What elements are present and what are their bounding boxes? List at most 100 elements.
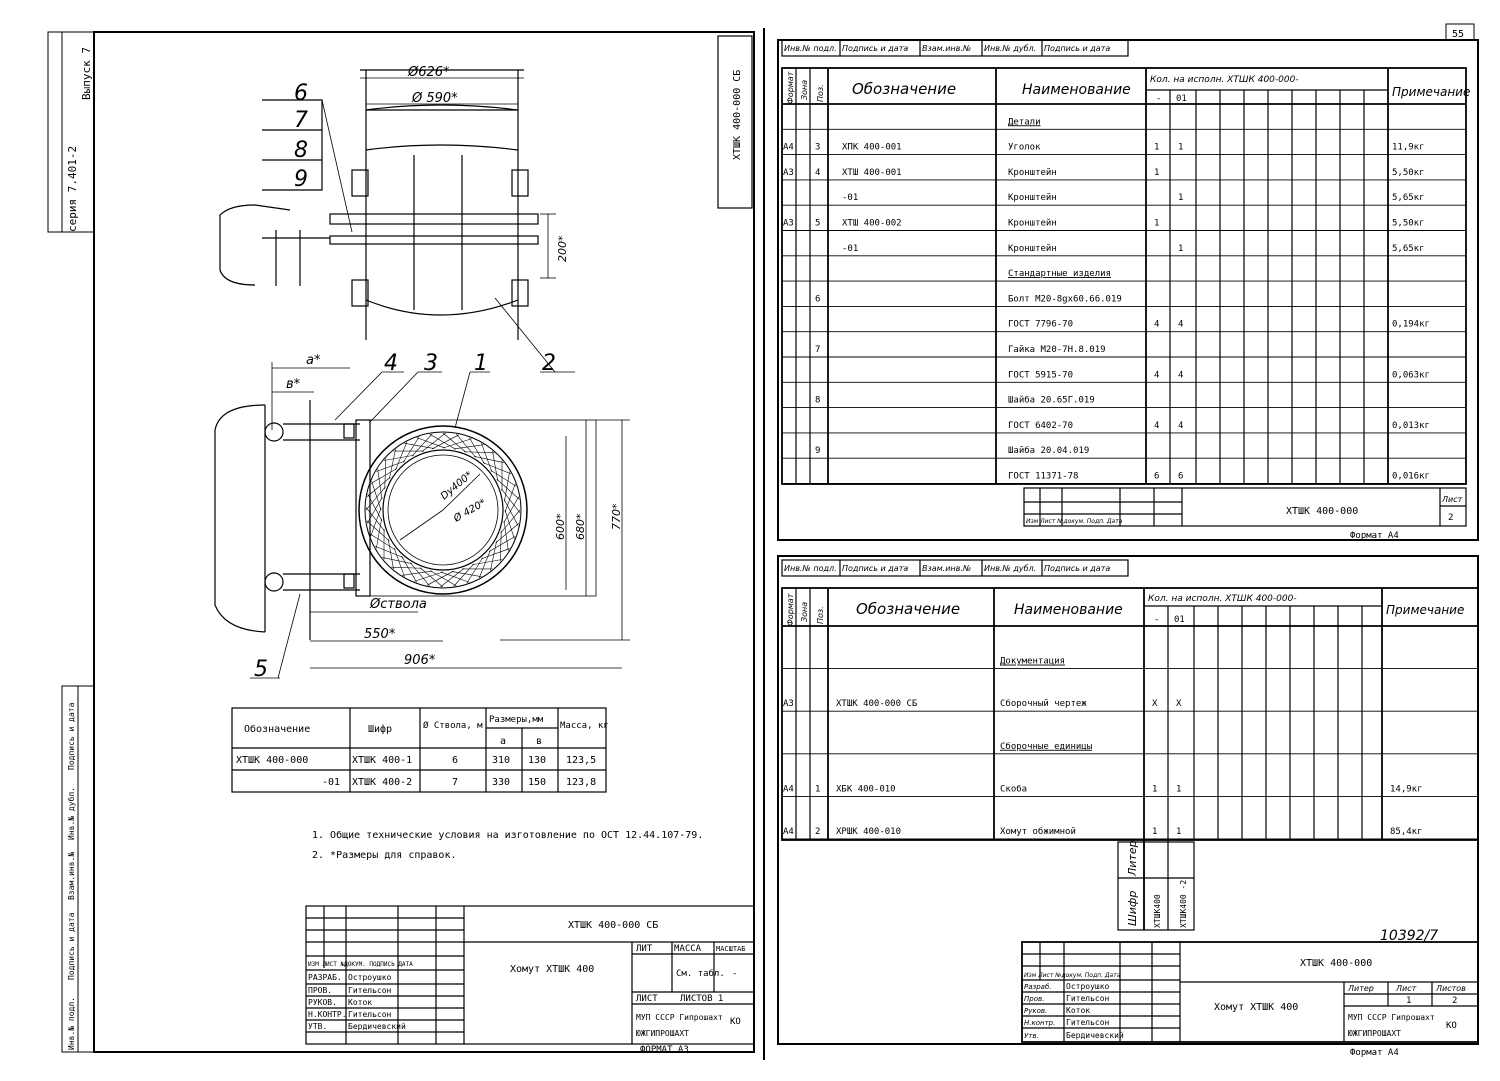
size-r1-mass: 123,5 xyxy=(566,755,596,766)
issue-label: Выпуск 7 xyxy=(80,47,93,100)
size-h-dims: Размеры,мм xyxy=(489,715,544,725)
pos-6: 6 xyxy=(294,81,308,106)
spec2-top-4: Подпись и дата xyxy=(1044,564,1110,573)
spec2-row-name: Сборочный чертеж xyxy=(1000,698,1087,709)
spec1-h-name: Наименование xyxy=(1022,82,1131,98)
spec1-row-note: 11,9кг xyxy=(1392,143,1425,153)
spec1-row-note: 5,50кг xyxy=(1392,168,1425,178)
pos-3: 3 xyxy=(424,351,438,376)
spec2-format: Формат А4 xyxy=(1350,1048,1399,1058)
spec2-top-2: Взам.инв.№ xyxy=(922,564,971,573)
spec2-row-name: Сборочные единицы xyxy=(1000,741,1092,752)
spec1-row-q2: 1 xyxy=(1178,193,1183,203)
lstamp-role-1: РАЗРАБ. xyxy=(308,973,342,982)
spec2-row-q1: Х xyxy=(1152,699,1158,709)
spec2-ko: КО xyxy=(1446,1021,1457,1031)
lstamp-listov: ЛИСТОВ 1 xyxy=(680,994,723,1004)
spec2-row-q2: Х xyxy=(1176,699,1182,709)
spec2-archive-no: 10392/7 xyxy=(1380,928,1438,944)
spec2-row-fmt: А4 xyxy=(783,827,794,837)
spec2-row-name: Скоба xyxy=(1000,783,1027,794)
spec1-row-name: Уголок xyxy=(1008,143,1041,153)
lstamp-format: ФОРМАТ А3 xyxy=(640,1045,689,1055)
spec1-stamp-sheet: 2 xyxy=(1448,513,1453,523)
size-r2-a: 330 xyxy=(492,777,510,788)
spec2-row-fmt: А4 xyxy=(783,784,794,794)
dim-906: 906* xyxy=(404,653,436,668)
spec2-org: МУП СССР Гипрошахт xyxy=(1348,1013,1435,1022)
margin-dubl: Инв.№ дубл. xyxy=(66,787,76,840)
lstamp-name-4: Бердичевский xyxy=(348,1022,406,1031)
lstamp-org2: ЮЖГИПРОШАХТ xyxy=(636,1029,689,1038)
size-r2-mass: 123,8 xyxy=(566,777,596,788)
spec2-row-name: Документация xyxy=(1000,657,1065,667)
lstamp-scale: МАСШТАБ xyxy=(716,945,746,953)
spec1-row-fmt: А3 xyxy=(783,219,794,229)
spec1-row-note: 0,013кг xyxy=(1392,421,1430,431)
spec2-h-pos: Поз. xyxy=(816,606,825,624)
spec1-row-q1: 4 xyxy=(1154,320,1159,330)
spec1-row-pos: 7 xyxy=(815,345,820,355)
spec1-row-pos: 9 xyxy=(815,446,820,456)
spec1-row-note: 5,50кг xyxy=(1392,219,1425,229)
spec2-role-3: Н.контр. xyxy=(1024,1019,1055,1027)
spec2-role-4: Утв. xyxy=(1024,1032,1039,1040)
spec1-row-name: Шайба 20.04.019 xyxy=(1008,445,1089,456)
spec1-row-q2: 1 xyxy=(1178,244,1183,254)
dim-dy: Dy400* xyxy=(439,470,475,503)
spec1-row-q1: 1 xyxy=(1154,168,1159,178)
dim-770: 770* xyxy=(610,503,623,530)
size-r2-shifr: ХТШК 400-2 xyxy=(352,777,412,788)
spec1-row-q2: 6 xyxy=(1178,472,1183,482)
pos-8: 8 xyxy=(294,138,308,163)
spec1-row-name: Гайка М20-7Н.8.019 xyxy=(1008,345,1106,355)
spec2-row-q2: 1 xyxy=(1176,784,1181,794)
dim-550: 550* xyxy=(364,627,396,642)
spec1-row-note: 0,194кг xyxy=(1392,320,1430,330)
spec2-h-name: Наименование xyxy=(1014,602,1123,618)
spec1-row-name: Детали xyxy=(1008,117,1041,127)
lstamp-name-0: Остроушко xyxy=(348,973,392,982)
lstamp-code: ХТШК 400-000 СБ xyxy=(568,920,658,931)
spec1-stamp-sheet-label: Лист xyxy=(1441,495,1463,504)
spec1-row-q2: 4 xyxy=(1178,320,1183,330)
spec2-name-4: Бердичевский xyxy=(1066,1031,1124,1040)
sheet-number: 55 xyxy=(1452,29,1464,40)
lstamp-scale-val: - xyxy=(732,969,737,979)
spec2-row-note: 85,4кг xyxy=(1390,827,1423,837)
spec2-stamp-list: Лист xyxy=(1395,984,1417,993)
spec2-h-01: 01 xyxy=(1174,615,1185,625)
spec2-name-1: Гительсон xyxy=(1066,994,1110,1003)
spec2-name-2: Коток xyxy=(1066,1006,1090,1015)
spec1-top-4: Подпись и дата xyxy=(1044,44,1110,53)
dim-420: Ø 420* xyxy=(451,497,488,525)
spec2-row-des: ХБК 400-010 xyxy=(836,784,896,794)
spec2-role-0: Разраб. xyxy=(1024,983,1052,991)
spec2-row-q1: 1 xyxy=(1152,827,1157,837)
code-vertical: ХТШК 400-000 СБ xyxy=(732,70,743,160)
lstamp-name-2: Коток xyxy=(348,998,372,1007)
spec1-row-note: 0,016кг xyxy=(1392,472,1430,482)
lstamp-title: Хомут ХТШК 400 xyxy=(510,964,594,975)
spec2-role-1: Пров. xyxy=(1024,995,1044,1003)
spec1-top-2: Взам.инв.№ xyxy=(922,44,971,53)
size-r1-a: 310 xyxy=(492,755,510,766)
spec1-row-name: Кронштейн xyxy=(1008,219,1057,229)
dim-600: 600* xyxy=(554,513,567,540)
lstamp-lit: ЛИТ xyxy=(636,944,653,954)
spec1-row-name: Кронштейн xyxy=(1008,244,1057,254)
lstamp-mass-val: См. табл. xyxy=(676,968,725,979)
dim-stvola: Øствола xyxy=(369,597,427,612)
spec1-h-qty: Кол. на исполн. ХТШК 400-000- xyxy=(1150,75,1299,85)
dim-200: 200* xyxy=(556,235,569,262)
margin-sign2: Подпись и дата xyxy=(67,702,76,770)
spec1-row-note: 5,65кг xyxy=(1392,193,1425,203)
pos-5: 5 xyxy=(254,657,268,682)
spec2-name-0: Остроушко xyxy=(1066,982,1110,991)
size-r2-b: 150 xyxy=(528,777,546,788)
spec2-row-name: Хомут обжимной xyxy=(1000,826,1076,837)
spec1-stamp-cols: Изм Лист №докум. Подп. Дата xyxy=(1026,518,1123,525)
spec2-row-q1: 1 xyxy=(1152,784,1157,794)
spec2-row-des: ХРШК 400-010 xyxy=(836,827,901,837)
size-r2-stvol: 7 xyxy=(452,777,458,788)
